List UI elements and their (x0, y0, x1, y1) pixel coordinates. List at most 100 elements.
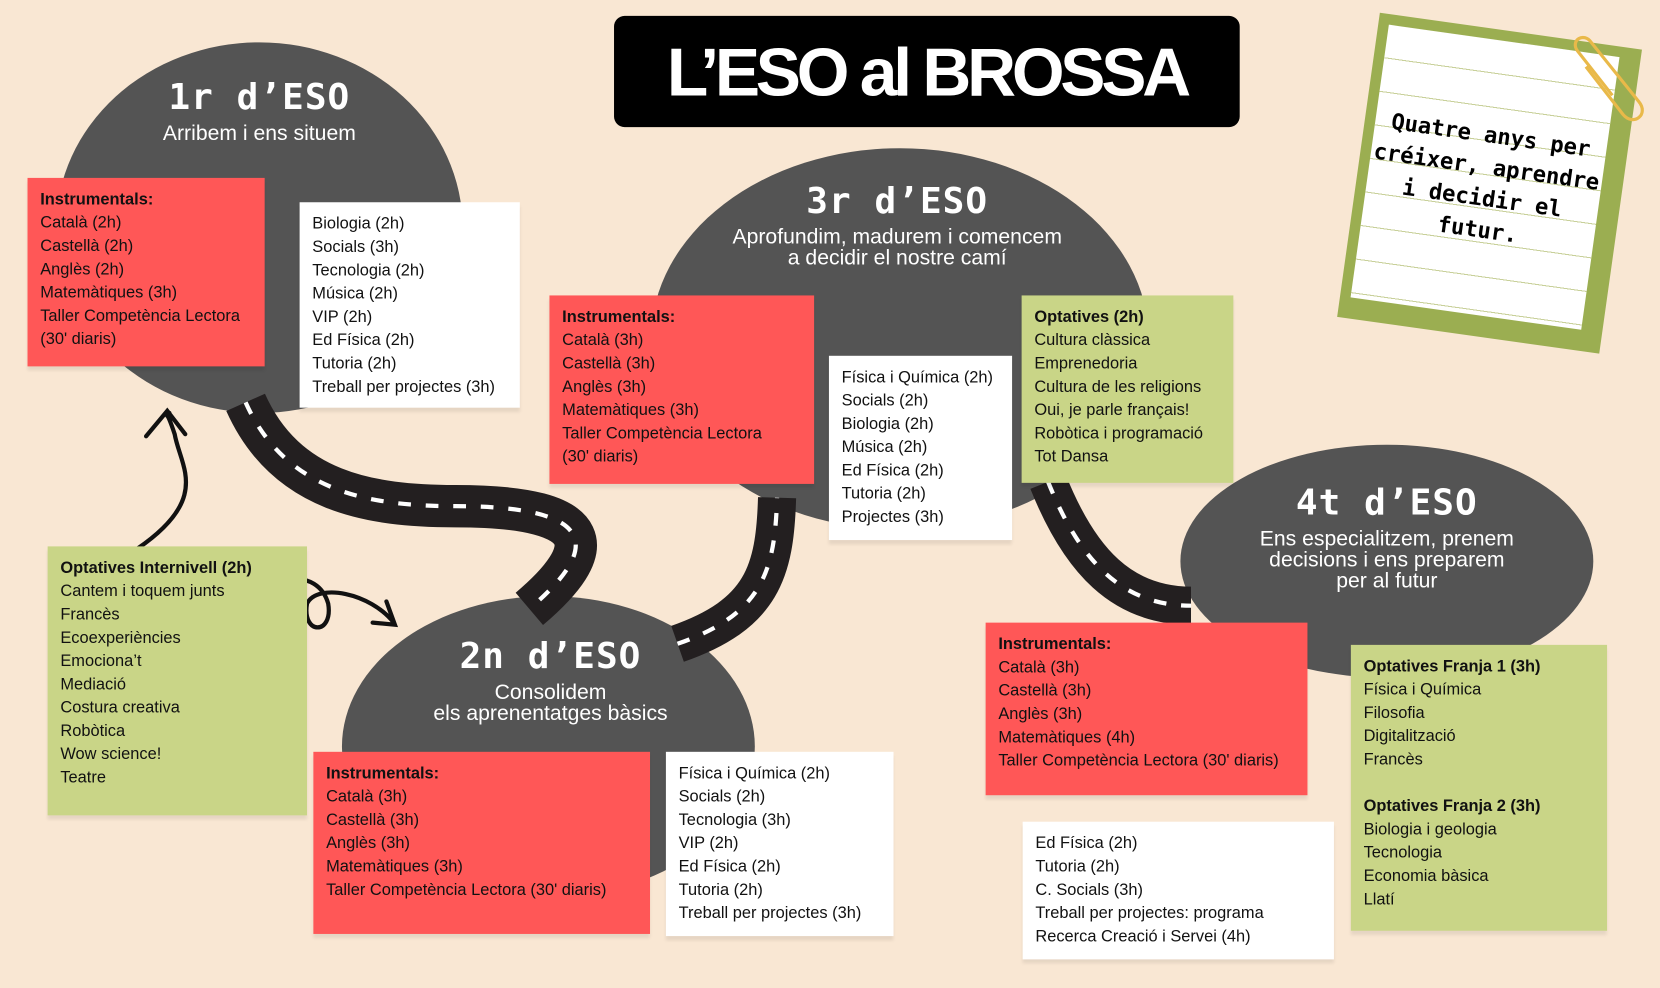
list-item: Ed Física (2h) (312, 331, 415, 350)
list-item: Matemàtiques (3h) (562, 401, 699, 420)
instrumentals-4t: Instrumentals: Català (3h) Castellà (3h) An… (985, 622, 1308, 796)
instrumentals-3r: Instrumentals: Català (3h) Castellà (3h) An… (549, 295, 815, 484)
box-title: Instrumentals: (998, 635, 1112, 654)
list-item: Anglès (2h) (40, 260, 125, 279)
list-item: Emprenedoria (1034, 354, 1138, 373)
list-item: Mediació (60, 675, 127, 694)
list-item: Taller Competència Lectora (562, 424, 762, 443)
list-item: Taller Competència Lectora (30' diaris) (998, 751, 1279, 770)
list-item: Economia bàsica (1363, 867, 1489, 886)
circle-4t (1180, 444, 1594, 678)
box-title: Instrumentals: (40, 190, 154, 209)
list-item: VIP (2h) (678, 834, 739, 853)
list-item: Música (2h) (841, 438, 928, 457)
road-2n-3r (671, 497, 797, 662)
box-title: Optatives Franja 1 (3h) (1363, 657, 1541, 676)
list-item: Física i Química (2h) (678, 764, 830, 783)
list-item: Projectes (3h) (841, 508, 944, 527)
list-item: Taller Competència Lectora (40, 307, 240, 326)
list-item: Tutoria (2h) (312, 354, 397, 373)
list-item: Robòtica (60, 722, 126, 741)
list-item: Tot Dansa (1034, 447, 1109, 466)
list-item: Tutoria (2h) (678, 881, 763, 900)
list-item: Treball per projectes (3h) (678, 904, 862, 923)
list-item: (30' diaris) (562, 447, 639, 466)
arrow-up-icon (135, 407, 189, 551)
list-item: Tutoria (2h) (841, 484, 926, 503)
list-item: Tutoria (2h) (1035, 857, 1120, 876)
list-item: Física i Química (2h) (841, 368, 994, 387)
list-item: VIP (2h) (312, 308, 373, 327)
list-item: Francès (60, 605, 120, 624)
list-item: Tecnologia (3h) (678, 811, 791, 830)
instrumentals-2n: Instrumentals: Català (3h) Castellà (3h) An… (313, 751, 651, 934)
list-item: Castellà (3h) (562, 354, 656, 373)
box-title: Instrumentals: (562, 308, 676, 327)
road-3r-4t (1030, 474, 1192, 625)
list-item: Matemàtiques (3h) (40, 283, 178, 302)
list-item: Oui, je parle français! (1034, 401, 1190, 420)
list-item: Cantem i toquem junts (60, 582, 225, 601)
instrumentals-1r: Instrumentals: Català (2h) Castellà (2h) An… (27, 177, 265, 367)
poster-title: L’ESO al BROSSA (614, 15, 1240, 128)
list-item: Biologia (2h) (841, 415, 934, 434)
list-item: Ed Física (2h) (1035, 834, 1138, 853)
list-item: Biologia (2h) (312, 214, 405, 233)
paperclip-icon (1573, 36, 1644, 122)
list-item: Anglès (3h) (998, 705, 1083, 724)
list-item: Música (2h) (312, 284, 399, 303)
box-title: Optatives Franja 2 (3h) (1363, 797, 1541, 816)
list-item: Biologia i geologia (1363, 820, 1497, 839)
box-title: Optatives (2h) (1034, 308, 1144, 327)
list-item: Treball per projectes: programa (1035, 904, 1264, 923)
list-item: Tecnologia (2h) (312, 261, 425, 280)
subjects-1r: Biologia (2h) Socials (3h) Tecnologia (2h)… (299, 202, 520, 408)
list-item: Cultura de les religions (1034, 378, 1202, 397)
list-item: Català (3h) (562, 331, 644, 350)
list-item: Socials (3h) (312, 238, 399, 257)
list-item: Teatre (60, 768, 106, 787)
list-item: (30' diaris) (40, 330, 117, 349)
list-item: Robòtica i programació (1034, 424, 1204, 443)
box-title: Optatives Internivell (2h) (60, 559, 252, 578)
list-item: Llatí (1363, 890, 1395, 909)
list-item: Francès (1363, 750, 1423, 769)
subjects-2n: Física i Química (2h) Socials (2h) Tecnolo… (665, 751, 894, 937)
list-item: Tecnologia (1363, 843, 1443, 862)
list-item: Matemàtiques (4h) (998, 728, 1136, 747)
optatives-internivell: Optatives Internivell (2h) Cantem i toque… (47, 546, 308, 816)
list-item: Emociona’t (60, 652, 142, 671)
list-item: Ed Física (2h) (678, 857, 781, 876)
list-item: Ecoexperiències (60, 628, 181, 647)
list-item: Taller Competència Lectora (30' diaris) (326, 881, 607, 900)
list-item: Castellà (3h) (998, 681, 1092, 700)
list-item: Castellà (3h) (326, 811, 420, 830)
list-item: Treball per projectes (3h) (312, 378, 496, 397)
list-item: Català (2h) (40, 213, 122, 232)
list-item: Anglès (3h) (562, 378, 647, 397)
subjects-4t: Ed Física (2h) Tutoria (2h) C. Socials (3h… (1022, 821, 1334, 960)
list-item: Costura creativa (60, 698, 180, 717)
list-item: Socials (2h) (678, 787, 766, 806)
list-item: Socials (2h) (841, 391, 929, 410)
list-item: Català (3h) (998, 658, 1080, 677)
box-title: Instrumentals: (326, 764, 440, 783)
list-item: Anglès (3h) (326, 834, 410, 853)
list-item: Català (3h) (326, 787, 408, 806)
list-item: Digitalització (1363, 727, 1456, 746)
subjects-3r: Física i Química (2h) Socials (2h) Biologi… (828, 355, 1013, 541)
list-item: C. Socials (3h) (1035, 881, 1143, 900)
list-item: Castellà (2h) (40, 237, 134, 256)
list-item: Recerca Creació i Servei (4h) (1035, 927, 1251, 946)
list-item: Cultura clàssica (1034, 331, 1151, 350)
list-item: Matemàtiques (3h) (326, 857, 463, 876)
list-item: Física i Química (1363, 680, 1482, 699)
list-item: Filosofia (1363, 704, 1425, 723)
